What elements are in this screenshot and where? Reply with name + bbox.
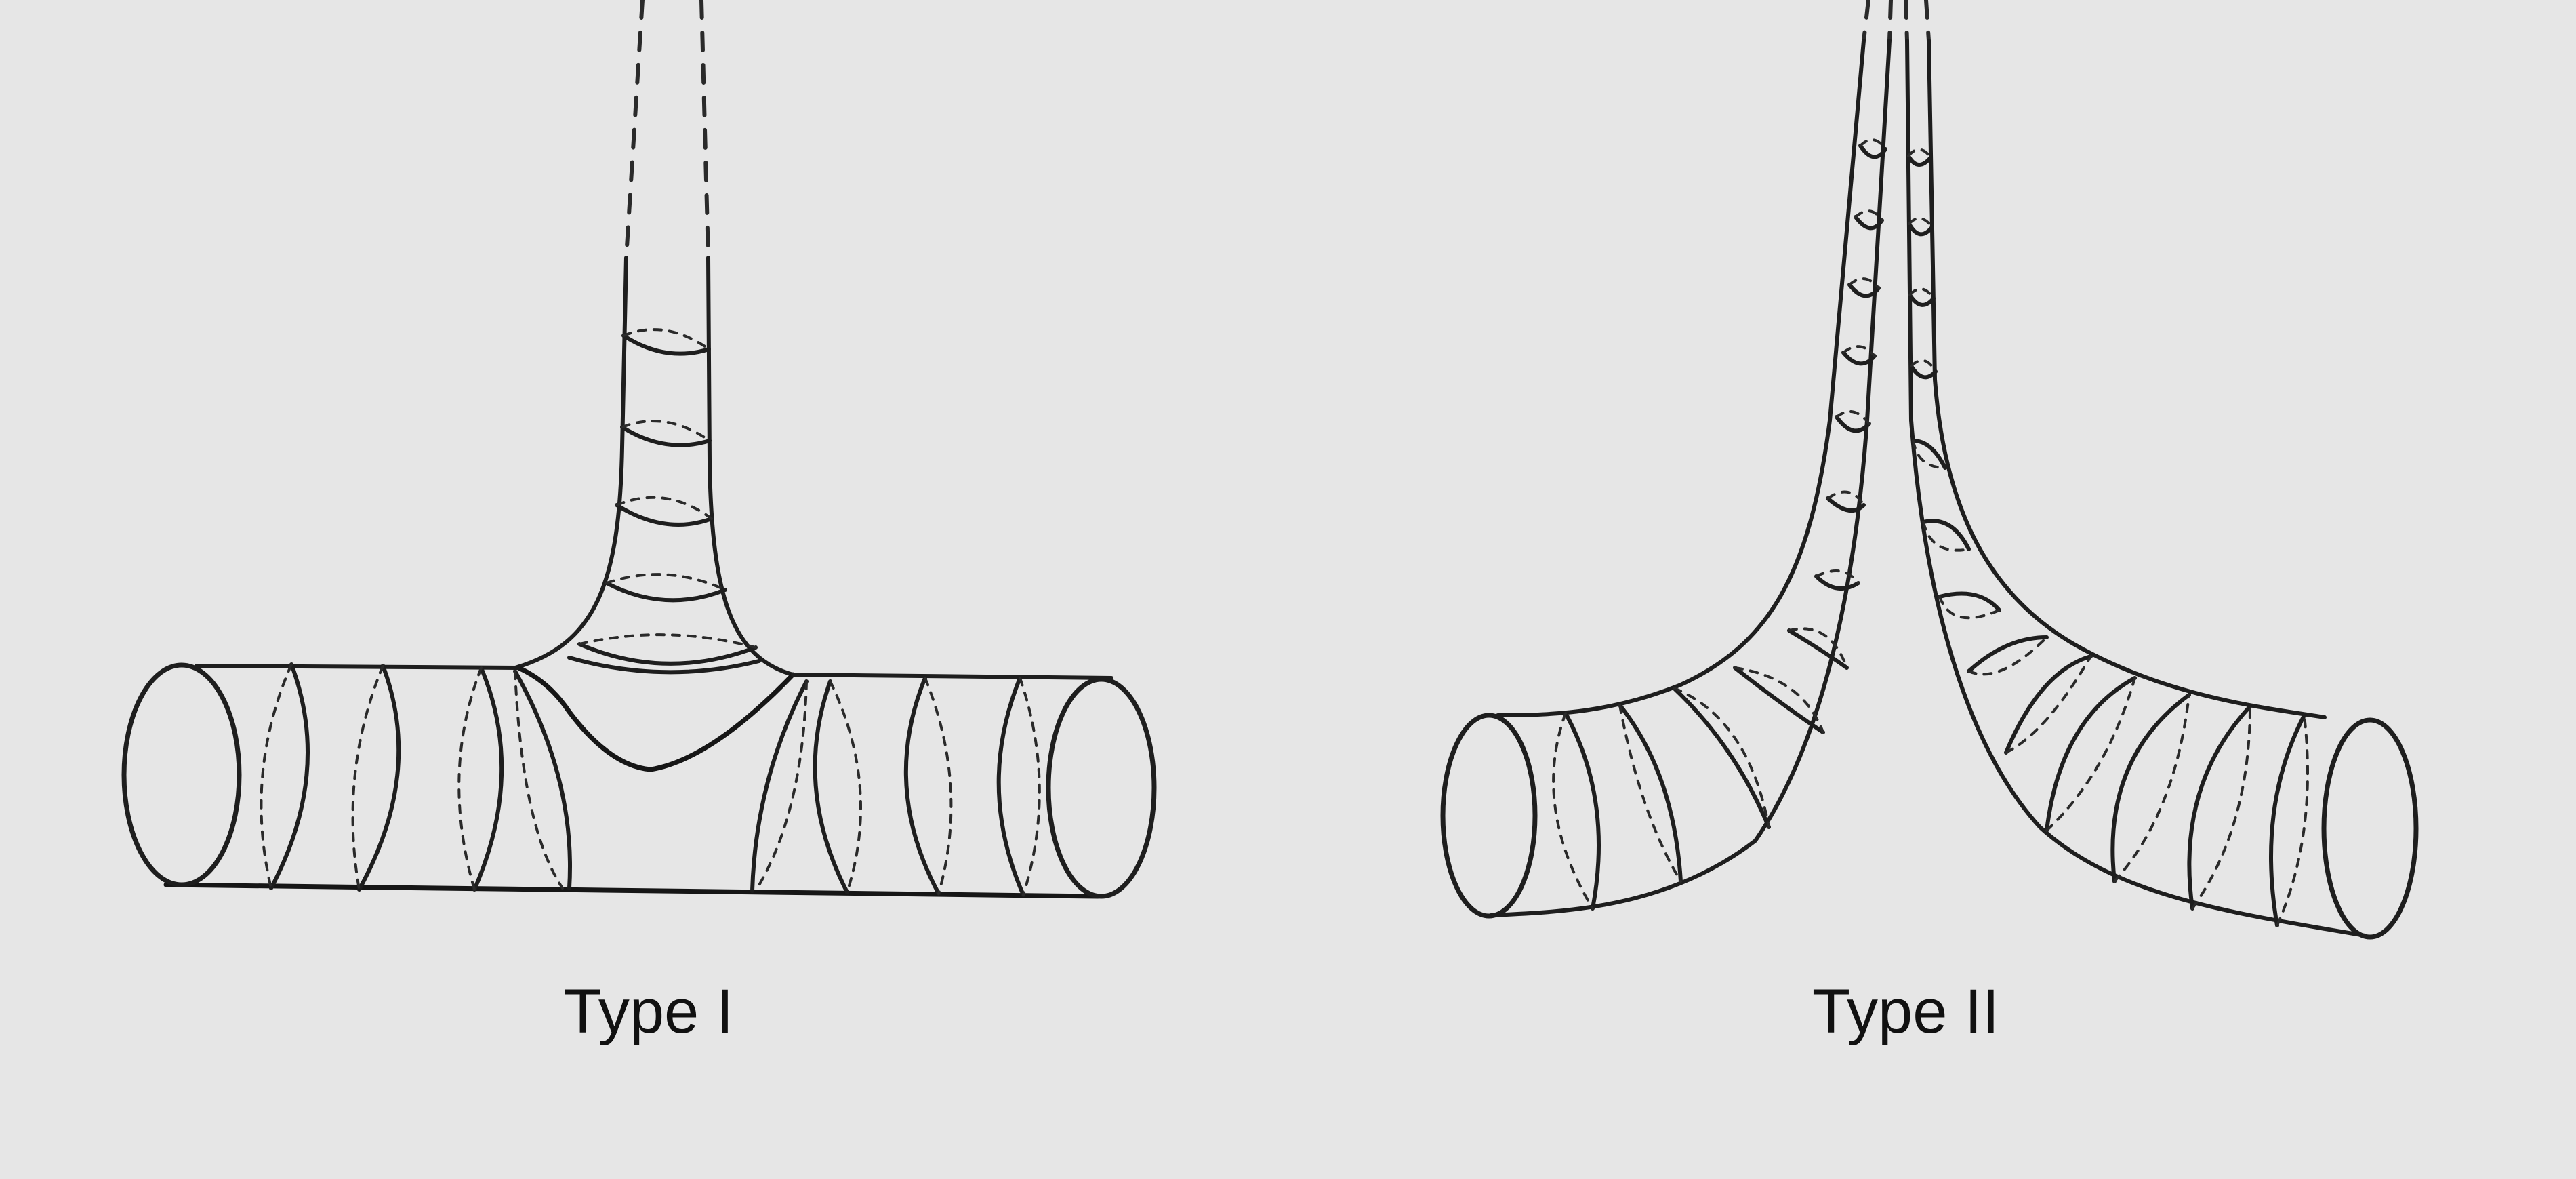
type-2-left-rings — [1552, 138, 1887, 911]
type-1-tube-bottom — [163, 882, 1101, 899]
type-1-left-end — [121, 662, 242, 887]
type-1-branch-dashed-left — [624, 0, 645, 260]
type-1-right-rings — [750, 676, 1041, 897]
type-1-label: Type I — [563, 977, 734, 1046]
type-1-junction-outer — [516, 665, 796, 772]
type-1-junction-inner — [567, 656, 761, 675]
type-2-right-tube-outer — [1927, 39, 2327, 719]
type-2-figure — [1440, 0, 2419, 940]
type-2-right-end — [2321, 717, 2419, 940]
type-2-right-dashed-top-1 — [1904, 0, 1909, 43]
type-1-tube-top-right — [791, 673, 1113, 680]
type-2-left-tube-inner — [1489, 39, 1892, 917]
type-1-branch-dashed-right — [699, 0, 710, 260]
type-1-tube-top — [195, 664, 520, 670]
type-1-branch-left-wall — [513, 256, 628, 670]
type-2-left-dashed-top-1 — [1862, 0, 1870, 43]
type-2-right-tube-inner — [1905, 39, 2367, 938]
type-2-label: Type II — [1812, 977, 2000, 1046]
type-2-left-dashed-top-2 — [1887, 0, 1893, 43]
type-1-figure — [121, 0, 1157, 899]
type-1-branch-rings — [577, 328, 758, 666]
type-2-left-tube-outer — [1496, 39, 1866, 717]
type-1-right-end — [1046, 677, 1157, 899]
type-1-branch-right-wall — [706, 256, 795, 677]
type-1-left-rings — [260, 662, 572, 892]
type-2-right-rings — [1906, 148, 2309, 927]
type-2-left-end — [1440, 713, 1538, 919]
type-2-right-dashed-top-2 — [1924, 0, 1931, 43]
